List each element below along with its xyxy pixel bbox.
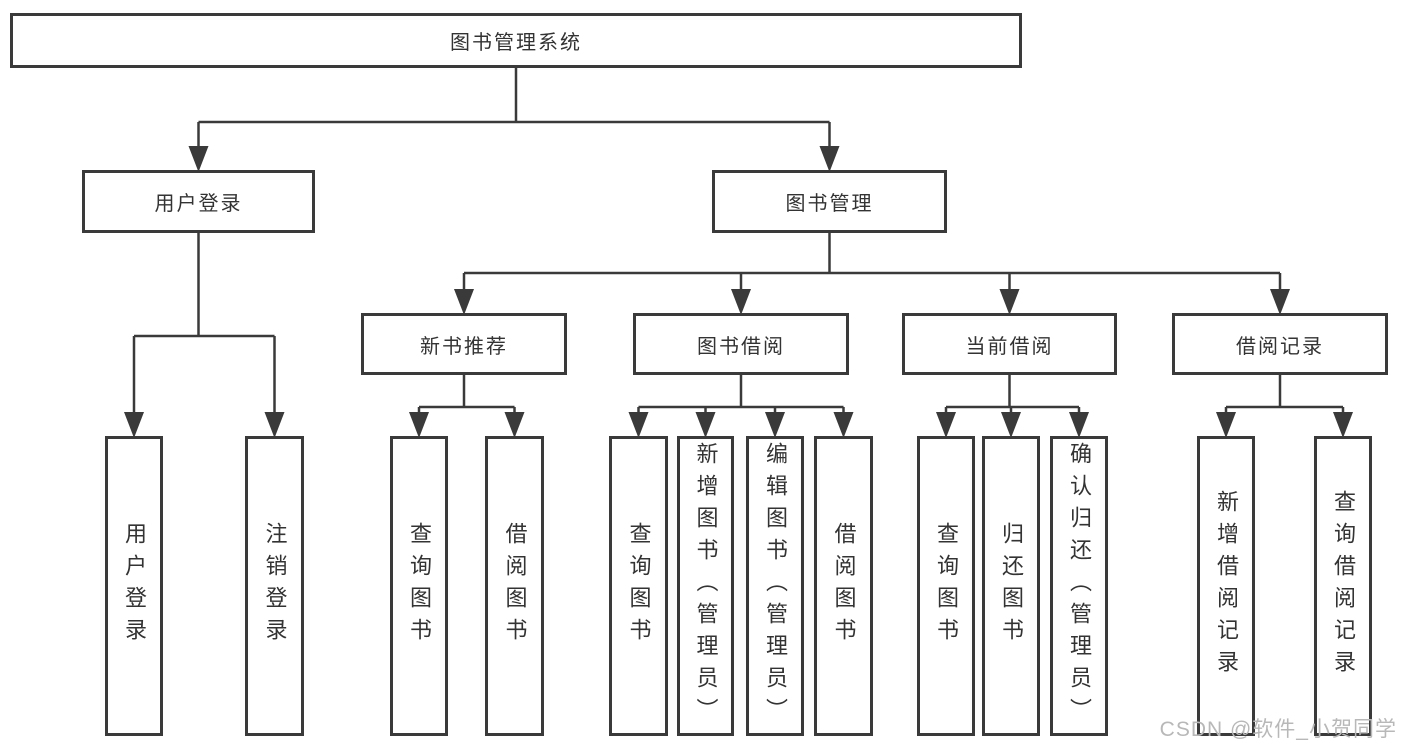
leaf-edit-books-admin: 编辑图书（管理员） <box>746 436 804 736</box>
csdn-watermark: CSDN @软件_小贺同学 <box>1159 718 1397 741</box>
node-borrowing-records: 借阅记录 <box>1172 313 1388 375</box>
leaf-add-books-admin: 新增图书（管理员） <box>677 436 734 736</box>
leaf-borrow-books: 借阅图书 <box>814 436 873 736</box>
leaf-query-books-recommend: 查询图书 <box>390 436 448 736</box>
leaf-return-books: 归还图书 <box>982 436 1040 736</box>
leaf-query-books-current: 查询图书 <box>917 436 975 736</box>
node-library-system: 图书管理系统 <box>10 13 1022 68</box>
node-book-management: 图书管理 <box>712 170 947 233</box>
leaf-borrow-books-recommend: 借阅图书 <box>485 436 544 736</box>
leaf-query-borrow-record: 查询借阅记录 <box>1314 436 1372 736</box>
leaf-logout: 注销登录 <box>245 436 304 736</box>
node-current-borrowing: 当前借阅 <box>902 313 1117 375</box>
node-new-book-recommendation: 新书推荐 <box>361 313 567 375</box>
leaf-add-borrow-record: 新增借阅记录 <box>1197 436 1255 736</box>
node-user-login: 用户登录 <box>82 170 315 233</box>
node-book-borrowing: 图书借阅 <box>633 313 849 375</box>
leaf-confirm-return-admin: 确认归还（管理员） <box>1050 436 1108 736</box>
leaf-query-books-borrowing: 查询图书 <box>609 436 668 736</box>
leaf-user-login: 用户登录 <box>105 436 163 736</box>
